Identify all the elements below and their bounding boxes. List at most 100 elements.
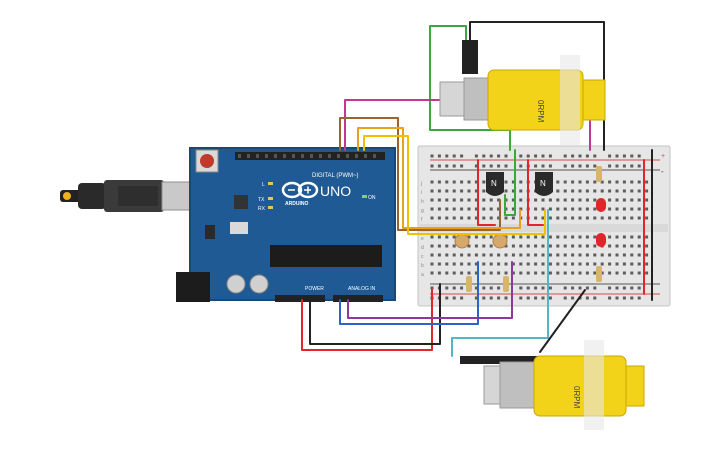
breadboard-hole[interactable] <box>571 198 575 202</box>
breadboard-hole[interactable] <box>615 296 619 300</box>
breadboard-hole[interactable] <box>541 235 545 239</box>
breadboard-hole[interactable] <box>630 180 634 184</box>
breadboard-hole[interactable] <box>430 235 434 239</box>
breadboard-hole[interactable] <box>637 180 641 184</box>
breadboard-hole[interactable] <box>497 154 501 158</box>
breadboard-hole[interactable] <box>585 207 589 211</box>
breadboard-hole[interactable] <box>467 207 471 211</box>
breadboard-hole[interactable] <box>622 198 626 202</box>
breadboard-hole[interactable] <box>637 216 641 220</box>
breadboard-hole[interactable] <box>593 262 597 266</box>
breadboard-hole[interactable] <box>578 271 582 275</box>
breadboard-hole[interactable] <box>467 189 471 193</box>
breadboard-hole[interactable] <box>534 286 538 290</box>
breadboard-hole[interactable] <box>460 262 464 266</box>
breadboard-hole[interactable] <box>571 164 575 168</box>
breadboard-hole[interactable] <box>608 207 612 211</box>
breadboard-hole[interactable] <box>445 262 449 266</box>
breadboard-hole[interactable] <box>622 244 626 248</box>
breadboard-hole[interactable] <box>467 235 471 239</box>
breadboard-hole[interactable] <box>460 154 464 158</box>
breadboard-hole[interactable] <box>645 216 649 220</box>
breadboard-hole[interactable] <box>563 154 567 158</box>
breadboard-hole[interactable] <box>482 154 486 158</box>
breadboard-hole[interactable] <box>608 286 612 290</box>
breadboard-hole[interactable] <box>600 253 604 257</box>
breadboard-hole[interactable] <box>556 207 560 211</box>
breadboard-hole[interactable] <box>630 189 634 193</box>
breadboard-hole[interactable] <box>534 296 538 300</box>
breadboard-hole[interactable] <box>637 271 641 275</box>
breadboard-hole[interactable] <box>593 207 597 211</box>
breadboard-hole[interactable] <box>593 164 597 168</box>
breadboard-hole[interactable] <box>645 198 649 202</box>
breadboard-hole[interactable] <box>630 286 634 290</box>
breadboard-hole[interactable] <box>474 253 478 257</box>
breadboard-hole[interactable] <box>548 244 552 248</box>
breadboard-hole[interactable] <box>519 235 523 239</box>
breadboard-hole[interactable] <box>497 216 501 220</box>
breadboard-hole[interactable] <box>526 286 530 290</box>
breadboard-hole[interactable] <box>563 271 567 275</box>
breadboard-hole[interactable] <box>511 244 515 248</box>
breadboard-hole[interactable] <box>578 286 582 290</box>
breadboard-hole[interactable] <box>482 286 486 290</box>
breadboard-hole[interactable] <box>563 244 567 248</box>
breadboard-hole[interactable] <box>460 271 464 275</box>
breadboard-hole[interactable] <box>571 296 575 300</box>
breadboard-hole[interactable] <box>430 180 434 184</box>
breadboard-hole[interactable] <box>511 189 515 193</box>
breadboard-hole[interactable] <box>504 253 508 257</box>
breadboard-hole[interactable] <box>571 286 575 290</box>
breadboard-hole[interactable] <box>482 253 486 257</box>
breadboard-hole[interactable] <box>600 262 604 266</box>
breadboard-hole[interactable] <box>645 207 649 211</box>
breadboard-hole[interactable] <box>497 286 501 290</box>
breadboard-hole[interactable] <box>452 154 456 158</box>
breadboard-hole[interactable] <box>519 286 523 290</box>
breadboard-hole[interactable] <box>556 244 560 248</box>
breadboard-hole[interactable] <box>593 286 597 290</box>
wire-red-local-1[interactable] <box>477 159 496 226</box>
breadboard-hole[interactable] <box>600 271 604 275</box>
breadboard-hole[interactable] <box>637 198 641 202</box>
breadboard-hole[interactable] <box>571 271 575 275</box>
breadboard-hole[interactable] <box>556 180 560 184</box>
breadboard-hole[interactable] <box>541 262 545 266</box>
breadboard-hole[interactable] <box>526 262 530 266</box>
breadboard-hole[interactable] <box>504 262 508 266</box>
breadboard-hole[interactable] <box>489 262 493 266</box>
breadboard-hole[interactable] <box>630 296 634 300</box>
breadboard-hole[interactable] <box>608 253 612 257</box>
breadboard-hole[interactable] <box>563 216 567 220</box>
breadboard-hole[interactable] <box>430 262 434 266</box>
breadboard-hole[interactable] <box>489 244 493 248</box>
breadboard-hole[interactable] <box>482 262 486 266</box>
breadboard-hole[interactable] <box>526 271 530 275</box>
breadboard-hole[interactable] <box>445 164 449 168</box>
breadboard-hole[interactable] <box>622 262 626 266</box>
breadboard-hole[interactable] <box>482 189 486 193</box>
breadboard-hole[interactable] <box>452 296 456 300</box>
breadboard-hole[interactable] <box>548 216 552 220</box>
breadboard-hole[interactable] <box>460 253 464 257</box>
breadboard-hole[interactable] <box>630 262 634 266</box>
breadboard-hole[interactable] <box>437 207 441 211</box>
breadboard-hole[interactable] <box>541 198 545 202</box>
breadboard-hole[interactable] <box>585 154 589 158</box>
breadboard-hole[interactable] <box>445 207 449 211</box>
wire-black-motor2[interactable] <box>539 289 586 353</box>
breadboard-hole[interactable] <box>622 296 626 300</box>
breadboard-hole[interactable] <box>541 271 545 275</box>
breadboard-hole[interactable] <box>489 296 493 300</box>
breadboard-hole[interactable] <box>600 216 604 220</box>
breadboard-hole[interactable] <box>563 207 567 211</box>
breadboard-hole[interactable] <box>437 216 441 220</box>
breadboard-hole[interactable] <box>474 244 478 248</box>
breadboard-hole[interactable] <box>474 154 478 158</box>
breadboard-hole[interactable] <box>622 164 626 168</box>
breadboard-hole[interactable] <box>571 154 575 158</box>
breadboard-hole[interactable] <box>497 271 501 275</box>
breadboard-hole[interactable] <box>585 180 589 184</box>
breadboard-hole[interactable] <box>504 180 508 184</box>
